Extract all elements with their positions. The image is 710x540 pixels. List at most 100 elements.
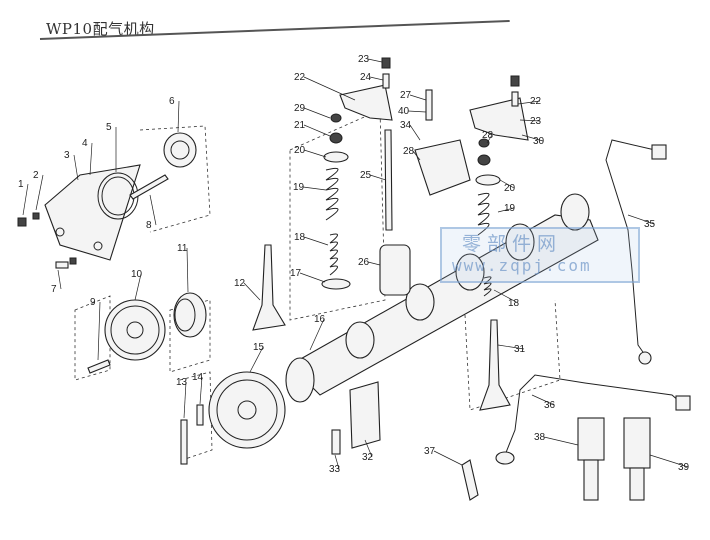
leader-line xyxy=(407,110,427,113)
intake-valve xyxy=(252,244,286,331)
leader-line xyxy=(35,174,44,211)
camshaft-gear xyxy=(208,371,286,449)
guide-cover-box xyxy=(139,125,211,233)
callout-35: 35 xyxy=(644,219,656,230)
leader-line xyxy=(543,436,579,446)
valve-collet xyxy=(477,154,491,166)
callout-39: 39 xyxy=(678,462,690,473)
callout-2: 2 xyxy=(33,170,39,181)
callout-27: 27 xyxy=(400,90,412,101)
callout-30: 30 xyxy=(533,136,545,147)
leader-line xyxy=(134,273,142,301)
callout-9: 9 xyxy=(90,297,96,308)
guide-gear-box xyxy=(74,295,211,381)
cam-lobe xyxy=(560,193,590,231)
cam-gear-teeth xyxy=(216,379,278,441)
leader-line xyxy=(57,269,62,290)
leader-line xyxy=(369,174,387,181)
bolt xyxy=(129,174,169,200)
callout-29: 29 xyxy=(294,103,306,114)
callout-15: 15 xyxy=(253,342,265,353)
end-cover-boss xyxy=(170,140,190,160)
callout-22: 22 xyxy=(530,96,542,107)
leader-line xyxy=(334,454,340,470)
screw xyxy=(55,261,69,269)
idler-shaft xyxy=(87,359,111,374)
callout-21: 21 xyxy=(294,120,306,131)
leader-line xyxy=(303,107,331,119)
valve-cap xyxy=(478,138,490,148)
plate-hole xyxy=(55,227,65,237)
watermark-box xyxy=(440,227,640,283)
rocker-arm xyxy=(339,84,393,121)
watermark-text: 零部件网 xyxy=(462,233,563,255)
callout-10: 10 xyxy=(131,269,143,280)
cam-lobe xyxy=(505,223,535,261)
leader-line xyxy=(302,186,327,191)
leader-line xyxy=(22,183,29,216)
spring-retainer xyxy=(323,151,349,163)
callout-19: 19 xyxy=(293,182,305,193)
callout-16: 16 xyxy=(314,314,326,325)
camshaft-end xyxy=(285,357,315,403)
callout-23: 23 xyxy=(358,54,370,65)
front-cover-plate xyxy=(44,164,141,261)
leader-line xyxy=(412,150,421,161)
leader-line xyxy=(186,247,189,293)
callout-18: 18 xyxy=(294,232,306,243)
callout-34: 34 xyxy=(400,120,412,131)
washer xyxy=(32,212,40,220)
exhaust-valve-spring xyxy=(477,192,490,236)
callout-25: 25 xyxy=(360,170,372,181)
leader-line xyxy=(367,58,383,63)
callout-40: 40 xyxy=(398,106,410,117)
leader-line xyxy=(433,450,463,466)
leader-line xyxy=(367,261,381,266)
spring-seat xyxy=(321,278,351,290)
idler-gear xyxy=(104,299,166,361)
leader-line xyxy=(364,439,373,458)
valve-tappet xyxy=(379,244,411,296)
callout-1: 1 xyxy=(18,179,24,190)
callout-23: 23 xyxy=(530,116,542,127)
gear-hub-flange xyxy=(173,292,207,338)
leader-line xyxy=(177,100,180,133)
exhaust-valve xyxy=(479,319,511,411)
push-rod xyxy=(384,129,393,231)
cam-gear-hub xyxy=(237,400,257,420)
callout-20: 20 xyxy=(504,183,516,194)
leader-line xyxy=(149,194,157,226)
leader-line xyxy=(303,149,327,158)
leader-line xyxy=(303,124,331,137)
adjusting-nut xyxy=(381,57,391,69)
callout-38: 38 xyxy=(534,432,546,443)
exhaust-inner-spring xyxy=(483,276,492,297)
union-connector xyxy=(577,417,605,461)
cam-lobe xyxy=(345,321,375,359)
leader-line xyxy=(493,289,519,304)
leader-line xyxy=(517,100,541,105)
leader-line xyxy=(531,394,555,406)
callout-13: 13 xyxy=(176,377,188,388)
oil-pipe-upper xyxy=(605,139,656,356)
leader-line xyxy=(486,134,493,144)
rocker-arm-right xyxy=(469,97,529,141)
leader-line xyxy=(303,236,329,246)
callout-12: 12 xyxy=(234,278,246,289)
pipe-fitting xyxy=(675,395,691,411)
callout-22: 22 xyxy=(294,72,306,83)
callout-5: 5 xyxy=(106,122,112,133)
leader-line xyxy=(97,301,101,361)
callout-19: 19 xyxy=(504,203,516,214)
callout-17: 17 xyxy=(290,268,302,279)
adjusting-nut xyxy=(510,75,520,87)
callout-28: 28 xyxy=(403,146,415,157)
gear-hub xyxy=(126,321,144,339)
callout-3: 3 xyxy=(64,150,70,161)
plate-hole xyxy=(93,241,103,251)
leader-line xyxy=(183,381,187,419)
thrust-bolt xyxy=(331,429,341,455)
cam-lobe xyxy=(405,283,435,321)
gear-teeth-ring xyxy=(110,305,160,355)
